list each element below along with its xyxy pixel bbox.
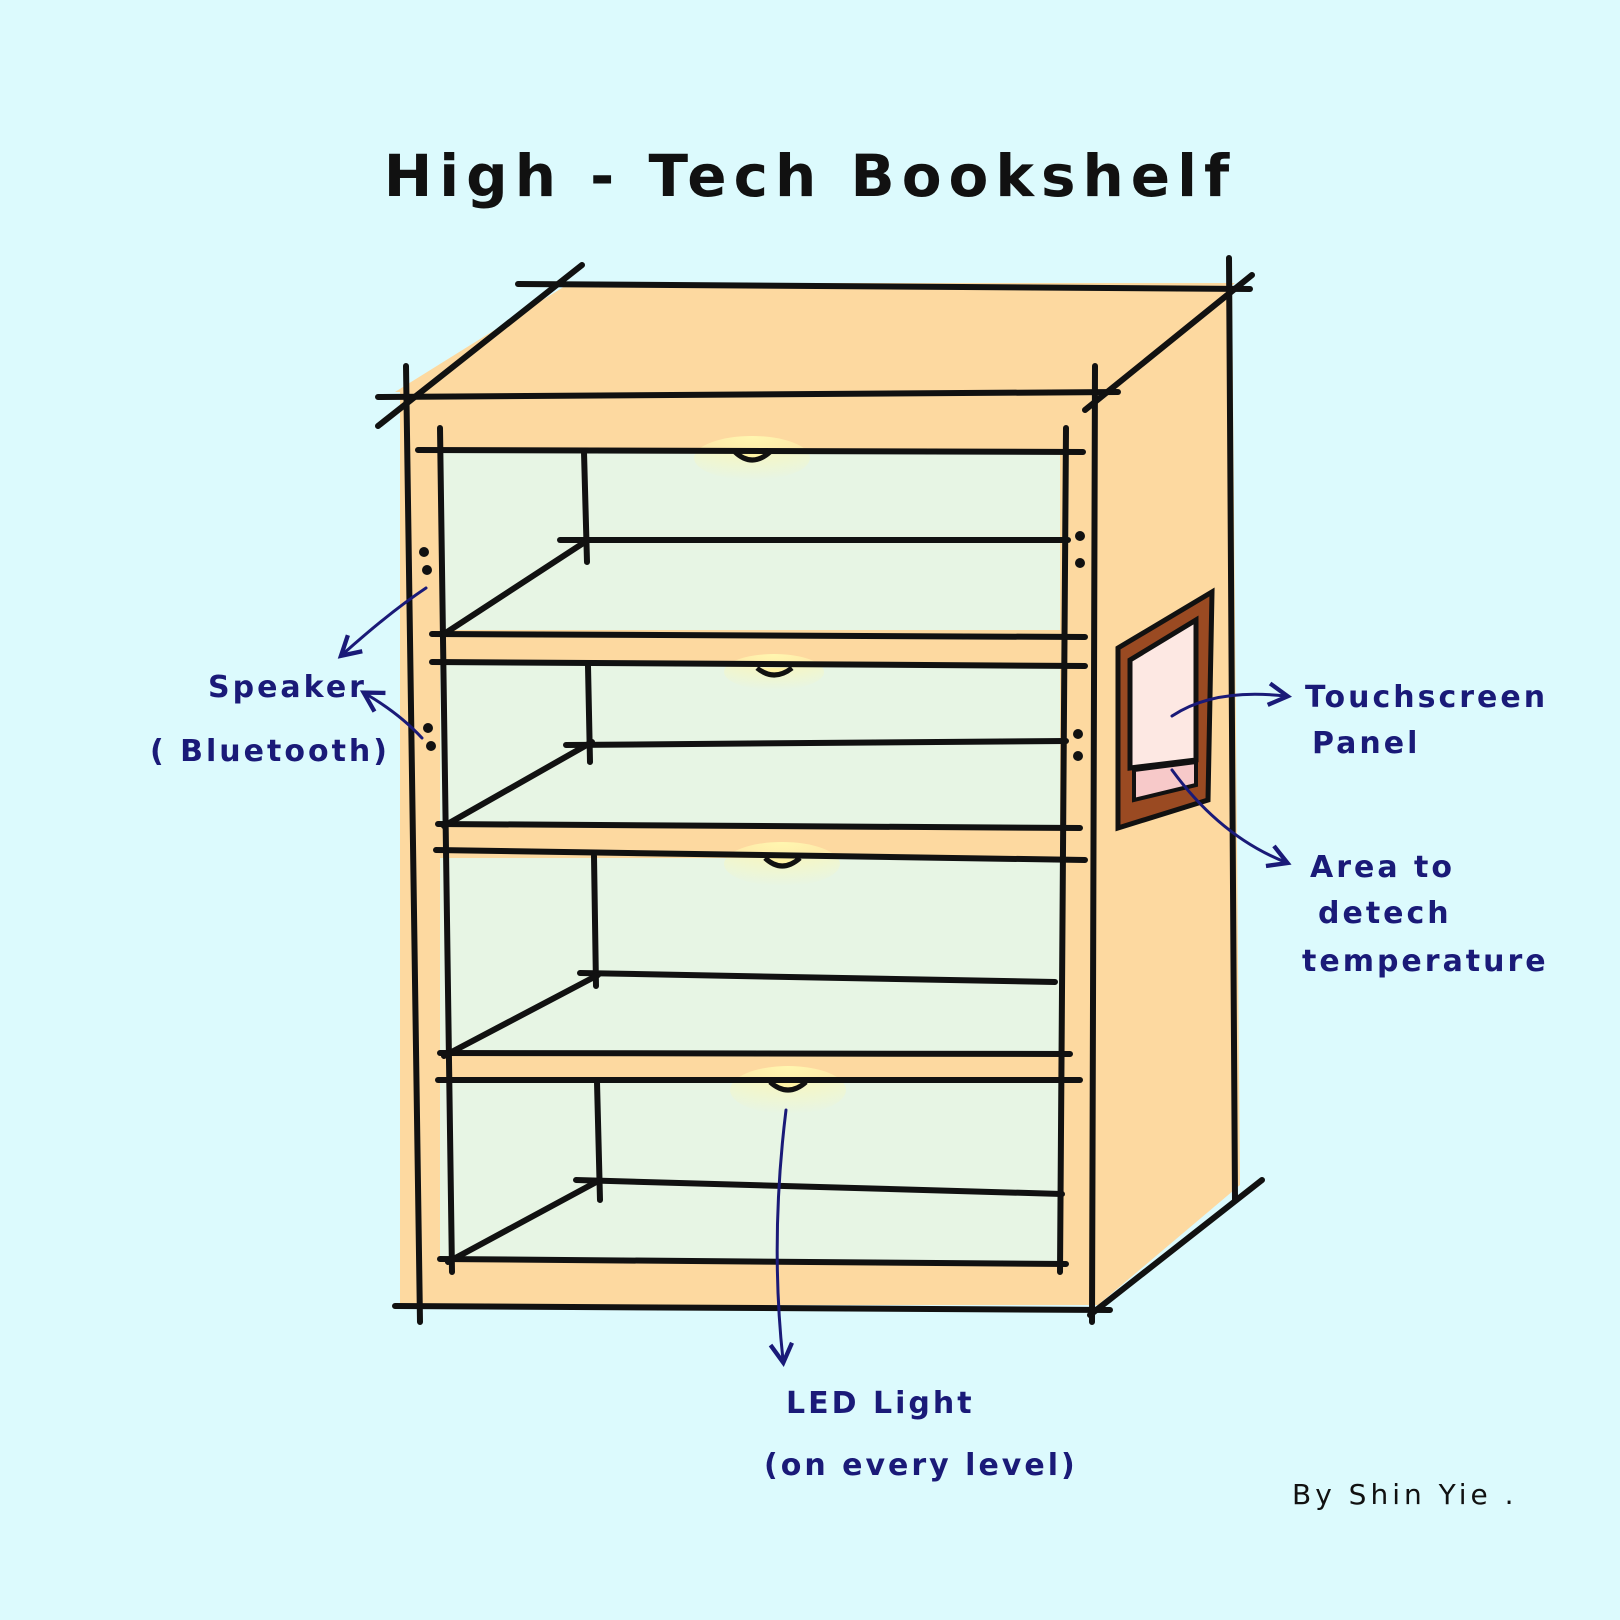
label-speaker-bluetooth: ( Bluetooth) [150, 734, 390, 769]
top-face [395, 283, 1235, 392]
page-title: High - Tech Bookshelf [383, 142, 1237, 210]
label-temperature-3: temperature [1302, 944, 1549, 979]
bookshelf-outline [375, 255, 1265, 1325]
speaker-arrow-1 [337, 586, 428, 659]
speaker-dots [419, 531, 1085, 761]
compartment-4 [440, 1082, 1060, 1262]
label-led-every-level: (on every level) [764, 1448, 1078, 1483]
led-bulb-2 [755, 665, 794, 678]
author-credit: By Shin Yie . [1292, 1478, 1518, 1511]
compartment-3 [440, 858, 1060, 1056]
label-speaker: Speaker [208, 670, 367, 705]
touchscreen-arrow [1170, 681, 1293, 718]
led-arrow [768, 1108, 794, 1368]
label-temperature-1: Area to [1310, 850, 1455, 885]
label-touchscreen: Touchscreen [1305, 680, 1549, 715]
label-led-light: LED Light [786, 1386, 975, 1421]
annotation-arrows [337, 586, 1293, 1368]
speaker-arrow-2 [359, 690, 424, 740]
touchscreen-panel [1115, 587, 1215, 832]
led-bulb-4 [768, 1080, 808, 1093]
shelf-compartments [440, 450, 1060, 1262]
label-touchscreen-panel: Panel [1312, 726, 1421, 761]
led-bulb-3 [763, 856, 802, 869]
label-temperature-2: detech [1318, 896, 1452, 931]
temperature-arrow [1170, 768, 1292, 869]
